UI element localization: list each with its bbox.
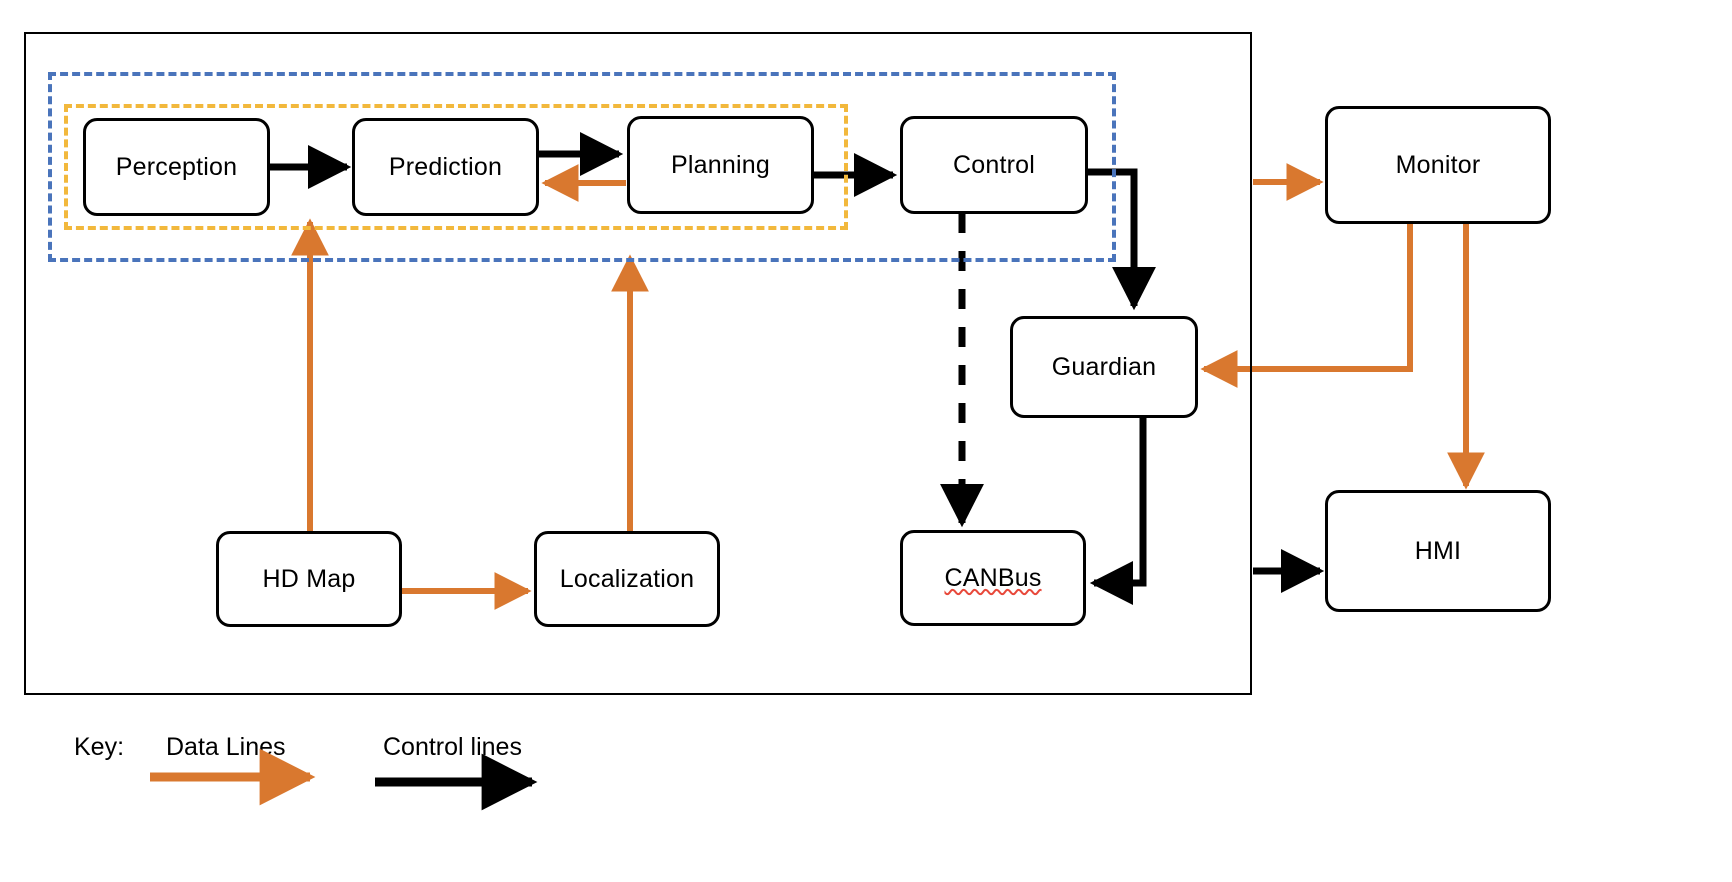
legend-key-label: Key: <box>74 733 125 761</box>
edge-monitor-to-guardian <box>1200 224 1413 388</box>
group-boundary-inner-yellow <box>64 104 848 230</box>
system-boundary-frame <box>24 32 1252 695</box>
legend-control-lines-label: Control lines <box>383 733 522 761</box>
edge-control-to-guardian <box>1088 168 1157 311</box>
group-boundary-outer-blue <box>48 72 1116 262</box>
legend-data-lines-label: Data Lines <box>166 733 286 761</box>
edge-guardian-to-canbus <box>1089 417 1147 606</box>
node-monitor[interactable]: Monitor <box>1325 106 1551 224</box>
